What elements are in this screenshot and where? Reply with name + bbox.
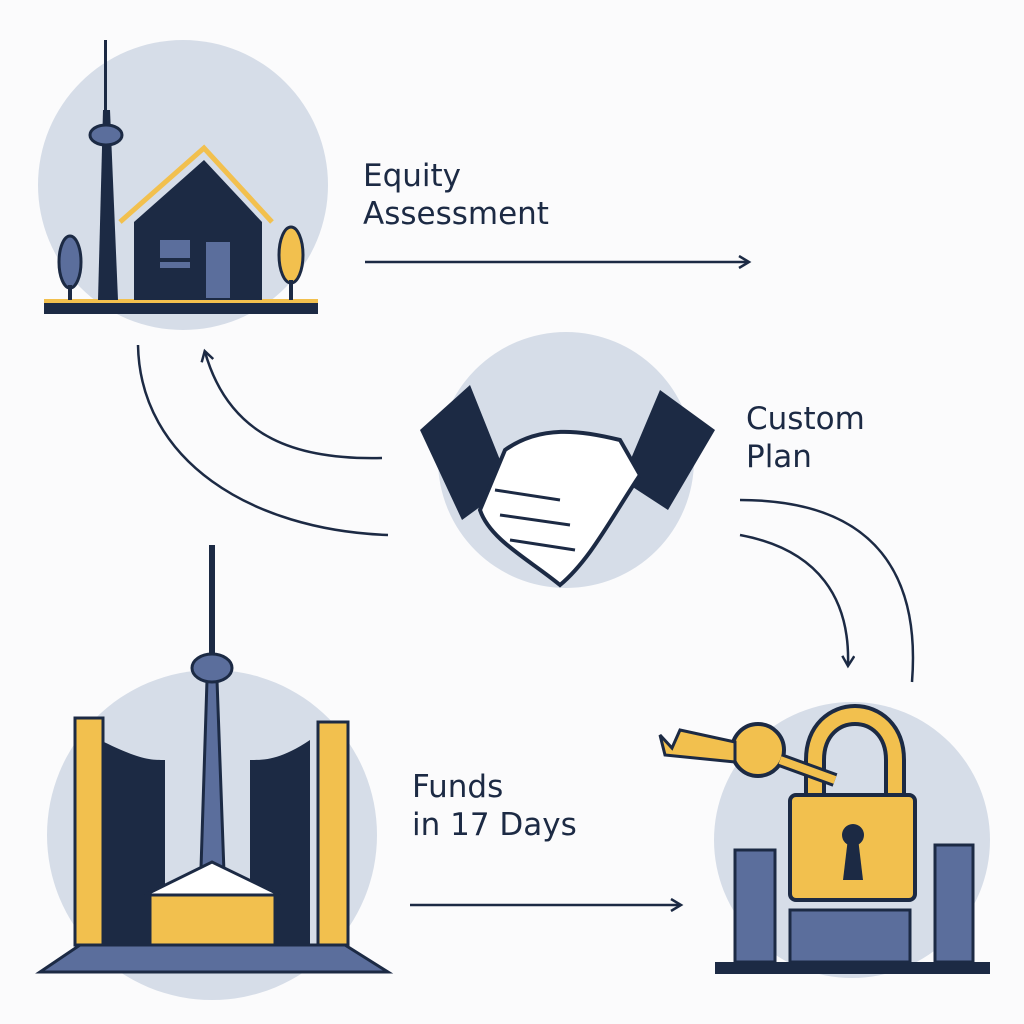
step-funds-label: Funds in 17 Days bbox=[412, 768, 577, 844]
label-line: Custom bbox=[746, 401, 865, 437]
house-with-tower-icon bbox=[38, 40, 328, 330]
arrow-curve-right bbox=[739, 498, 915, 683]
label-line: Equity bbox=[363, 158, 462, 194]
city-hall-tower-icon bbox=[35, 545, 394, 1000]
arrow-from-handshake bbox=[136, 344, 389, 537]
label-line: Funds bbox=[412, 769, 504, 805]
step-custom-plan-label: Custom Plan bbox=[746, 400, 865, 476]
step-equity-assessment-label: Equity Assessment bbox=[363, 157, 549, 233]
label-line: in 17 Days bbox=[412, 807, 577, 843]
label-line: Assessment bbox=[363, 196, 549, 232]
key-padlock-city-icon bbox=[658, 702, 990, 978]
label-line: Plan bbox=[746, 439, 812, 475]
arrow-loop-back bbox=[205, 352, 383, 460]
arrow-to-lock bbox=[739, 533, 848, 665]
handshake-icon bbox=[420, 332, 715, 588]
